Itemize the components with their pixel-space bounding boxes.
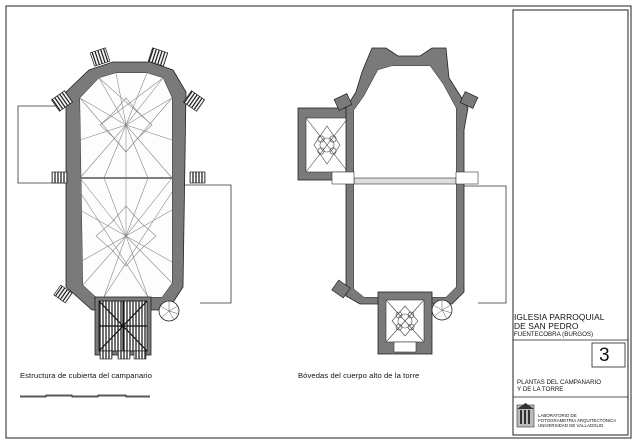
cross-arch xyxy=(353,177,457,185)
lab-name-line-1: LABORATORIO DE xyxy=(538,413,577,418)
buttress-west-upper xyxy=(50,90,74,112)
sheet-number: 3 xyxy=(599,345,610,366)
sheet-frame xyxy=(5,5,632,439)
project-title-line-1: IGLESIA PARROQUIAL xyxy=(514,312,605,322)
buttress-south-west xyxy=(53,284,73,304)
chapel-vault-ribs xyxy=(305,117,349,173)
project-title-line-2: DE SAN PEDRO xyxy=(514,321,579,331)
buttress-north-east xyxy=(147,47,169,67)
right-annex-outline xyxy=(182,184,232,304)
left-plan-roof-structure xyxy=(17,47,232,360)
sheet-title-line-2: Y DE LA TORRE xyxy=(517,386,564,393)
buttress-east-upper xyxy=(182,90,206,112)
left-annex-outline xyxy=(17,105,66,184)
right-plan-tower-vaults xyxy=(297,47,507,355)
lab-name-line-3: UNIVERSIDAD DE VALLADOLID xyxy=(538,423,604,428)
upper-roof-star xyxy=(79,72,173,179)
lab-name-line-2: FOTOGRAMETRÍA ARQUITECTÓNICA xyxy=(538,418,617,423)
bell-frame-diagonals xyxy=(98,300,148,352)
title-block xyxy=(512,9,629,436)
tower-vault-ribs xyxy=(385,299,425,343)
buttress-east-mid xyxy=(189,171,206,184)
lower-roof-star xyxy=(79,177,173,298)
right-plan-caption: Bóvedas del cuerpo alto de la torre xyxy=(298,371,420,380)
right-plan-annex-outline xyxy=(459,185,507,304)
project-location: FUENTECOBRA (BURGOS) xyxy=(514,331,594,338)
sheet-title-line-1: PLANTAS DEL CAMPANARIO xyxy=(517,379,602,386)
buttress-west-mid xyxy=(51,171,68,184)
buttress-north-west xyxy=(89,47,111,67)
left-plan-caption: Estructura de cubierta del campanario xyxy=(20,371,153,380)
scale-bar xyxy=(20,394,150,398)
laboratory-logo xyxy=(516,403,535,428)
